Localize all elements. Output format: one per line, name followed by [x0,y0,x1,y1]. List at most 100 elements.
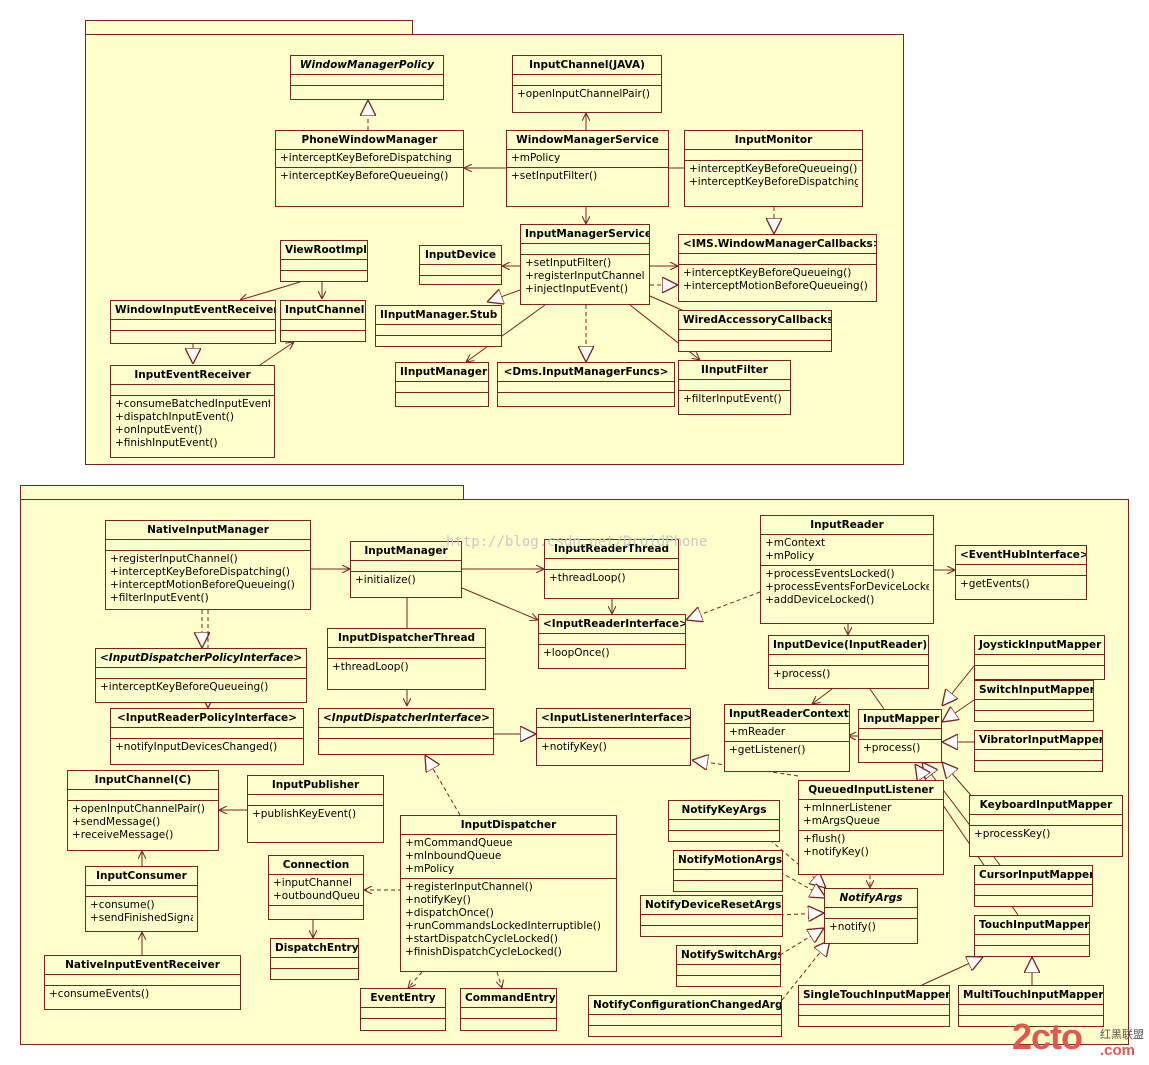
class-single-touch-input-mapper[interactable]: SingleTouchInputMapper [798,985,950,1027]
class-name: TouchInputMapper [975,916,1089,935]
operations [281,271,367,281]
class-cursor-input-mapper[interactable]: CursorInputMapper [974,865,1093,907]
class-keyboard-input-mapper[interactable]: KeyboardInputMapper +processKey() [969,795,1123,857]
operations: +openInputChannelPair() [513,86,661,103]
class-name: SwitchInputMapper [975,681,1093,700]
class-input-dispatcher[interactable]: InputDispatcher +mCommandQueue +mInbound… [400,815,617,972]
interface-dms-input-manager-funcs[interactable]: <Dms.InputManagerFuncs> [497,362,675,407]
class-event-entry[interactable]: EventEntry [360,988,446,1031]
class-window-manager-policy[interactable]: WindowManagerPolicy [290,55,444,100]
class-name: NotifySwitchArgs [677,946,780,965]
class-connection[interactable]: Connection +inputChannel +outboundQueue [268,855,364,920]
operation: +registerInputChannel() [405,881,533,893]
attribute: +outboundQueue [273,890,359,902]
class-multi-touch-input-mapper[interactable]: MultiTouchInputMapper [958,985,1104,1027]
attributes [679,380,790,391]
class-window-manager-service[interactable]: WindowManagerService +mPolicy +setInputF… [506,130,669,207]
class-input-consumer[interactable]: InputConsumer +consume() +sendFinishedSi… [85,866,198,932]
class-window-input-event-receiver[interactable]: WindowInputEventReceiver [110,300,276,344]
class-vibrator-input-mapper[interactable]: VibratorInputMapper [974,730,1103,772]
class-name: WindowManagerService [507,131,668,150]
attributes [679,330,831,341]
class-touch-input-mapper[interactable]: TouchInputMapper [974,915,1090,957]
class-name: IInputManager.Stub [376,306,501,325]
class-name: VibratorInputMapper [975,731,1102,750]
class-input-publisher[interactable]: InputPublisher +publishKeyEvent() [247,775,384,843]
class-notify-args[interactable]: NotifyArgs +notify() [824,888,918,944]
class-switch-input-mapper[interactable]: SwitchInputMapper [974,680,1094,722]
class-iinput-filter[interactable]: IInputFilter +filterInputEvent() [678,360,791,415]
operation: +flush() [803,833,846,845]
class-notify-device-reset-args[interactable]: NotifyDeviceResetArgs [640,895,783,937]
interface-input-reader[interactable]: <InputReaderInterface> +loopOnce() [538,614,686,669]
class-name: InputReaderContext [725,705,849,724]
operations [281,331,365,341]
operation: +filterInputEvent() [683,393,782,405]
class-name: EventEntry [361,989,445,1008]
operation: +interceptKeyBeforeQueueing() [280,170,449,182]
class-notify-key-args[interactable]: NotifyKeyArgs [668,800,780,842]
interface-ims-window-manager-callbacks[interactable]: <IMS.WindowManagerCallbacks> +interceptK… [678,234,877,302]
operation: +receiveMessage() [72,829,174,841]
interface-input-dispatcher-policy[interactable]: <InputDispatcherPolicyInterface> +interc… [95,648,307,703]
attributes: +mReader [725,724,849,742]
operations: +process() [769,666,928,683]
class-notify-switch-args[interactable]: NotifySwitchArgs [676,945,781,987]
class-iinput-manager-stub[interactable]: IInputManager.Stub [375,305,502,347]
class-notify-configuration-changed-args[interactable]: NotifyConfigurationChangedArgs [588,995,782,1037]
operations [674,881,782,891]
attributes [376,325,501,336]
class-name: InputMonitor [685,131,862,150]
attribute: +mInnerListener [803,802,892,814]
operation: +interceptKeyBeforeQueueing() [689,163,858,175]
operations [376,336,501,346]
watermark: http://blog.csdn.net/DroidPhone [446,534,708,550]
class-name: ViewRootImpl [281,241,367,260]
class-command-entry[interactable]: CommandEntry [460,988,557,1031]
interface-input-listener[interactable]: <InputListenerInterface> +notifyKey() [536,708,691,766]
class-input-reader-thread[interactable]: InputReaderThread +threadLoop() [544,539,679,599]
interface-input-reader-policy[interactable]: <InputReaderPolicyInterface> +notifyInpu… [110,708,304,765]
class-input-dispatcher-thread[interactable]: InputDispatcherThread +threadLoop() [327,628,486,690]
operations [589,1026,781,1036]
package-tab-java [85,20,413,35]
class-notify-motion-args[interactable]: NotifyMotionArgs [673,850,783,892]
class-input-device[interactable]: InputDevice [419,245,502,285]
class-input-monitor[interactable]: InputMonitor +interceptKeyBeforeQueueing… [684,130,863,207]
operation: +addDeviceLocked() [765,594,875,606]
class-input-channel-c[interactable]: InputChannel(C) +openInputChannelPair() … [67,770,219,851]
operation: +consumeEvents() [49,988,150,1000]
attributes [674,870,782,881]
operations [679,341,831,351]
interface-input-dispatcher[interactable]: <InputDispatcherInterface> [318,708,494,755]
class-input-event-receiver[interactable]: InputEventReceiver +consumeBatchedInputE… [110,365,275,458]
attributes [86,886,197,897]
class-input-channel-java[interactable]: InputChannel(JAVA) +openInputChannelPair… [512,55,662,113]
class-input-mapper[interactable]: InputMapper +process() [858,709,942,763]
attributes [420,265,501,276]
class-native-input-event-receiver[interactable]: NativeInputEventReceiver +consumeEvents(… [44,955,241,1010]
class-name: NotifyDeviceResetArgs [641,896,782,915]
class-name: JoystickInputMapper [975,636,1104,655]
class-dispatch-entry[interactable]: DispatchEntry [270,938,359,980]
attributes [96,668,306,679]
class-phone-window-manager[interactable]: PhoneWindowManager +interceptKeyBeforeDi… [275,130,464,207]
operations: +consumeBatchedInputEvents() +dispatchIn… [111,396,274,452]
operation: +notifyInputDevicesChanged() [115,741,278,753]
class-input-device-input-reader[interactable]: InputDevice(InputReader) +process() [768,635,929,689]
class-input-reader[interactable]: InputReader +mContext +mPolicy +processE… [760,515,934,624]
class-input-channel[interactable]: InputChannel [280,300,366,342]
operation: +filterInputEvent() [110,592,209,604]
class-input-manager-service[interactable]: InputManagerService +setInputFilter() +r… [520,224,650,305]
class-input-reader-context[interactable]: InputReaderContext +mReader +getListener… [724,704,850,772]
class-queued-input-listener[interactable]: QueuedInputListener +mInnerListener +mAr… [798,780,944,875]
class-iinput-manager[interactable]: IInputManager [395,362,489,407]
interface-event-hub[interactable]: <EventHubInterface> +getEvents() [955,545,1087,600]
class-input-manager[interactable]: InputManager +initialize() [350,541,462,598]
class-native-input-manager[interactable]: NativeInputManager +registerInputChannel… [105,520,311,610]
operation: +interceptKeyBeforeQueueing() [100,681,269,693]
class-wired-accessory-callbacks[interactable]: WiredAccessoryCallbacks [678,310,832,352]
class-view-root-impl[interactable]: ViewRootImpl [280,240,368,282]
attributes [271,958,358,969]
class-joystick-input-mapper[interactable]: JoystickInputMapper [974,635,1105,680]
